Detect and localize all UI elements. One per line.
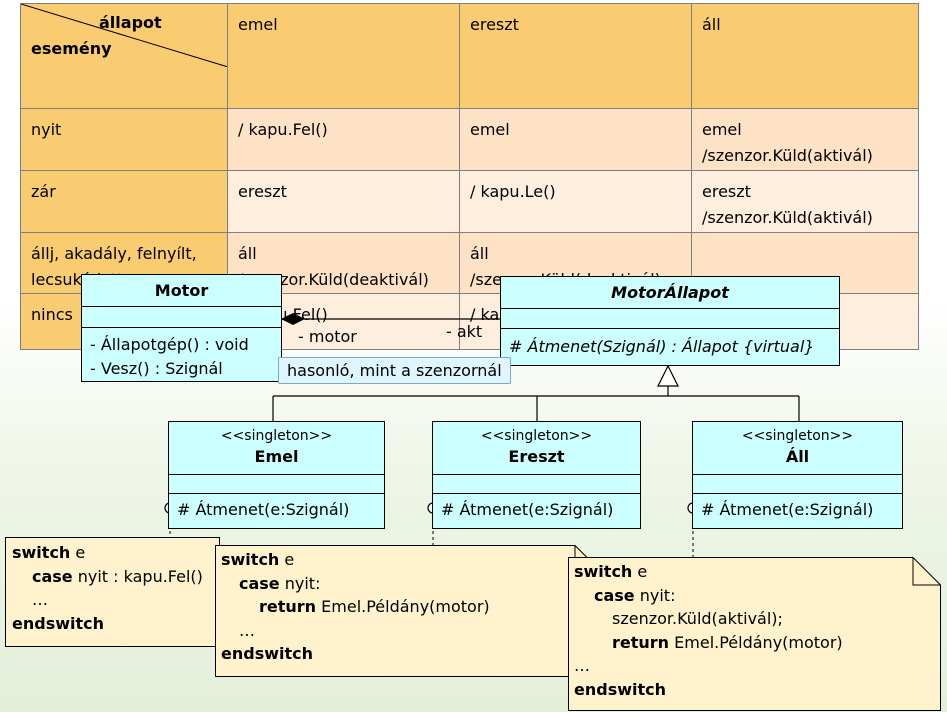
- class-operations: # Átmenet(e:Szignál): [433, 494, 640, 522]
- class-name-block: <<singleton>> Emel: [169, 422, 384, 475]
- table-cell: ereszt: [227, 170, 460, 233]
- class-operations: - Állapotgép() : void - Vesz() : Szignál: [82, 328, 281, 381]
- class-ereszt: <<singleton>> Ereszt # Átmenet(e:Szignál…: [432, 421, 641, 529]
- note-all: switch e case nyit: szenzor.Küld(aktivál…: [568, 557, 941, 711]
- table-cell: ereszt /szenzor.Küld(aktivál): [691, 170, 919, 233]
- code-line: switch e: [574, 562, 648, 581]
- operation: # Átmenet(Szignál) : Állapot {virtual}: [509, 337, 815, 356]
- corner-diagonal: [21, 4, 227, 67]
- code-line: endswitch: [574, 679, 667, 699]
- stereotype: <<singleton>>: [480, 428, 593, 444]
- corner-state-label: állapot: [99, 13, 162, 32]
- note-ereszt: switch e case nyit: return Emel.Példány(…: [215, 545, 593, 677]
- code-line: case nyit:: [239, 573, 321, 593]
- class-name: Motor: [82, 275, 281, 307]
- code-line: return Emel.Példány(motor): [612, 632, 843, 652]
- code-line: return Emel.Példány(motor): [259, 597, 490, 616]
- code-line: …: [32, 590, 48, 609]
- class-all: <<singleton>> Áll # Átmenet(e:Szignál): [692, 421, 903, 529]
- class-attributes: [693, 475, 902, 494]
- class-operations: # Átmenet(e:Szignál): [693, 494, 902, 522]
- code-line: endswitch: [221, 644, 314, 663]
- class-attributes: [82, 307, 281, 328]
- table-corner-cell: állapot esemény: [20, 3, 228, 109]
- state-header-emel: emel: [227, 3, 460, 109]
- class-name-block: <<singleton>> Áll: [693, 422, 902, 475]
- note-code: switch e case nyit: return Emel.Példány(…: [221, 548, 490, 666]
- operation: # Átmenet(e:Szignál): [177, 500, 350, 519]
- corner-event-label: esemény: [31, 39, 112, 58]
- table-cell: emel: [459, 108, 692, 171]
- code-line: switch e: [221, 550, 295, 569]
- operation: # Átmenet(e:Szignál): [701, 500, 874, 519]
- tooltip-note: hasonló, mint a szenzornál: [278, 357, 511, 384]
- state-header-all: áll: [691, 3, 919, 109]
- class-name: Áll: [785, 447, 810, 466]
- stereotype: <<singleton>>: [220, 428, 333, 444]
- code-line: case nyit : kapu.Fel(): [32, 566, 203, 586]
- table-cell: emel /szenzor.Küld(aktivál): [691, 108, 919, 171]
- operation: # Átmenet(e:Szignál): [441, 500, 614, 519]
- class-attributes: [169, 475, 384, 494]
- role-motor-label: - motor: [298, 327, 357, 346]
- note-code: switch e case nyit: szenzor.Küld(aktivál…: [574, 560, 843, 701]
- operation: - Vesz() : Szignál: [90, 359, 223, 378]
- class-name-block: <<singleton>> Ereszt: [433, 422, 640, 475]
- event-nyit: nyit: [20, 108, 228, 171]
- generalization-triangle: [657, 364, 679, 387]
- class-attributes: [501, 309, 839, 329]
- class-name: Emel: [254, 447, 299, 466]
- code-line: …: [574, 656, 590, 675]
- note-emel: switch e case nyit : kapu.Fel() … endswi…: [5, 537, 220, 647]
- stereotype: <<singleton>>: [741, 428, 854, 444]
- class-motor-allapot: MotorÁllapot # Átmenet(Szignál) : Állapo…: [500, 276, 840, 366]
- event-zar: zár: [20, 170, 228, 233]
- class-emel: <<singleton>> Emel # Átmenet(e:Szignál): [168, 421, 385, 529]
- class-motor: Motor - Állapotgép() : void - Vesz() : S…: [81, 274, 282, 382]
- role-akt-label: - akt: [446, 322, 483, 341]
- note-shape: [568, 557, 941, 711]
- table-cell: / kapu.Fel(): [227, 108, 460, 171]
- class-name: Ereszt: [508, 447, 565, 466]
- code-line: switch e: [12, 543, 86, 562]
- class-operations: # Átmenet(e:Szignál): [169, 494, 384, 522]
- code-line: szenzor.Küld(aktivál);: [612, 609, 783, 628]
- class-operations: # Átmenet(Szignál) : Állapot {virtual}: [501, 329, 839, 359]
- code-line: …: [239, 620, 255, 640]
- composition-diamond: [281, 313, 305, 325]
- table-cell: / kapu.Le(): [459, 170, 692, 233]
- note-code: switch e case nyit : kapu.Fel() … endswi…: [12, 541, 203, 635]
- code-line: endswitch: [12, 613, 105, 633]
- event-allj: állj, akadály, felnyílt, lecsukódott: [20, 232, 228, 294]
- code-line: case nyit:: [594, 585, 676, 605]
- class-attributes: [433, 475, 640, 494]
- operation: - Állapotgép() : void: [90, 335, 249, 354]
- class-name: MotorÁllapot: [501, 277, 839, 309]
